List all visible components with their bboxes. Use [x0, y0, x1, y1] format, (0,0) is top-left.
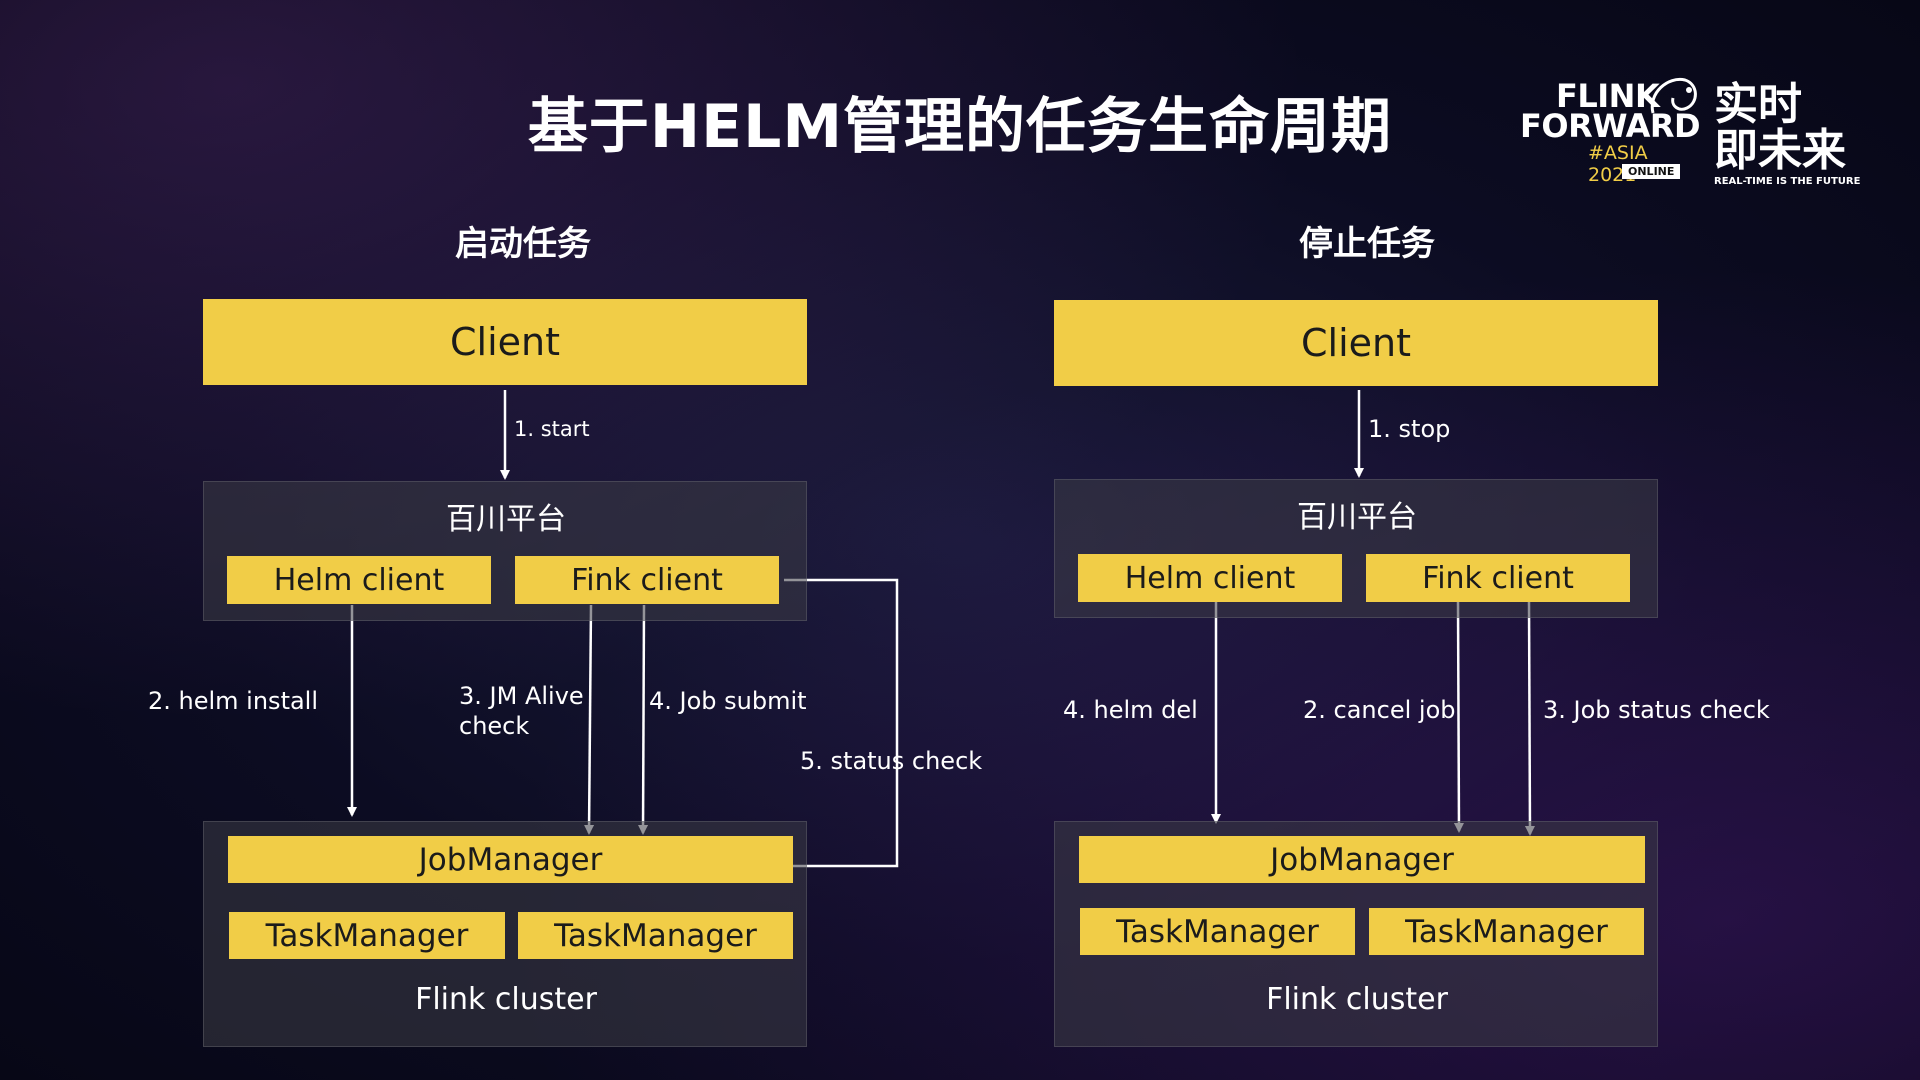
start-step-jm-alive-1: 3. JM Alive: [459, 682, 584, 710]
stop-step-job-status-check: 3. Job status check: [1543, 696, 1770, 724]
stop-taskmanager-b-box: TaskManager: [1369, 908, 1644, 955]
stop-fink-client-label: Fink client: [1422, 560, 1574, 596]
start-taskmanager-b-label: TaskManager: [554, 917, 757, 954]
arrow-status-check: [782, 578, 899, 871]
logo-event-text: #ASIA 2021: [1588, 142, 1648, 186]
start-step-job-submit: 4. Job submit: [649, 687, 807, 715]
stop-jobmanager-label: JobManager: [1270, 841, 1454, 878]
arrow-jm-alive-check: [584, 604, 595, 835]
logo-chinese: 实时 即未来 REAL-TIME IS THE FUTURE: [1714, 82, 1894, 192]
stop-taskmanager-b-label: TaskManager: [1405, 913, 1608, 950]
stop-taskmanager-a-label: TaskManager: [1116, 913, 1319, 950]
stop-platform-label: 百川平台: [1297, 500, 1417, 535]
logo-tagline: REAL-TIME IS THE FUTURE: [1714, 176, 1861, 187]
start-helm-client-label: Helm client: [273, 562, 445, 598]
start-taskmanager-a-label: TaskManager: [265, 917, 469, 954]
stop-fink-client-box: Fink client: [1366, 554, 1630, 602]
start-cluster-label: Flink cluster: [415, 982, 597, 1017]
logo-cn-line1: 实时: [1714, 79, 1802, 130]
start-step-start: 1. start: [514, 417, 590, 441]
stop-client-box: Client: [1054, 300, 1658, 386]
start-taskmanager-b-box: TaskManager: [518, 912, 793, 959]
arrow-cancel-job: [1453, 601, 1464, 833]
start-helm-client-box: Helm client: [227, 556, 491, 604]
arrow-job-submit: [638, 604, 649, 835]
stop-cluster-label: Flink cluster: [1266, 982, 1448, 1017]
start-taskmanager-a-box: TaskManager: [229, 912, 505, 959]
start-client-box: Client: [203, 299, 807, 385]
stop-helm-client-box: Helm client: [1078, 554, 1342, 602]
stop-step-stop: 1. stop: [1368, 415, 1451, 443]
logo-cn-line2: 即未来: [1714, 125, 1846, 176]
start-step-helm-install: 2. helm install: [148, 687, 319, 715]
stop-taskmanager-a-box: TaskManager: [1080, 908, 1355, 955]
page-title: 基于HELM管理的任务生命周期: [527, 92, 1393, 162]
arrow-job-status-check: [1524, 601, 1535, 836]
start-jobmanager-box: JobManager: [228, 836, 793, 883]
start-fink-client-box: Fink client: [515, 556, 779, 604]
logo-online-badge: ONLINE: [1622, 164, 1681, 179]
start-jobmanager-label: JobManager: [418, 841, 603, 878]
start-platform-label: 百川平台: [446, 502, 566, 537]
stop-step-cancel-job: 2. cancel job: [1303, 696, 1456, 724]
stop-heading: 停止任务: [1299, 224, 1435, 264]
start-step-status-check: 5. status check: [800, 747, 983, 775]
logo-flink-text: FLINK: [1556, 77, 1660, 115]
squirrel-icon: [1650, 77, 1697, 114]
start-fink-client-label: Fink client: [571, 562, 723, 598]
flink-forward-logo: FLINK FORWARD #ASIA 2021 ONLINE: [1518, 77, 1701, 186]
logo-forward-text: FORWARD: [1520, 107, 1701, 145]
stop-helm-client-label: Helm client: [1124, 560, 1296, 596]
stop-jobmanager-box: JobManager: [1079, 836, 1645, 883]
stop-step-helm-del: 4. helm del: [1063, 696, 1198, 724]
stop-client-label: Client: [1300, 321, 1411, 365]
start-heading: 启动任务: [455, 224, 591, 264]
start-step-jm-alive-2: check: [459, 712, 530, 740]
start-client-label: Client: [449, 320, 560, 364]
